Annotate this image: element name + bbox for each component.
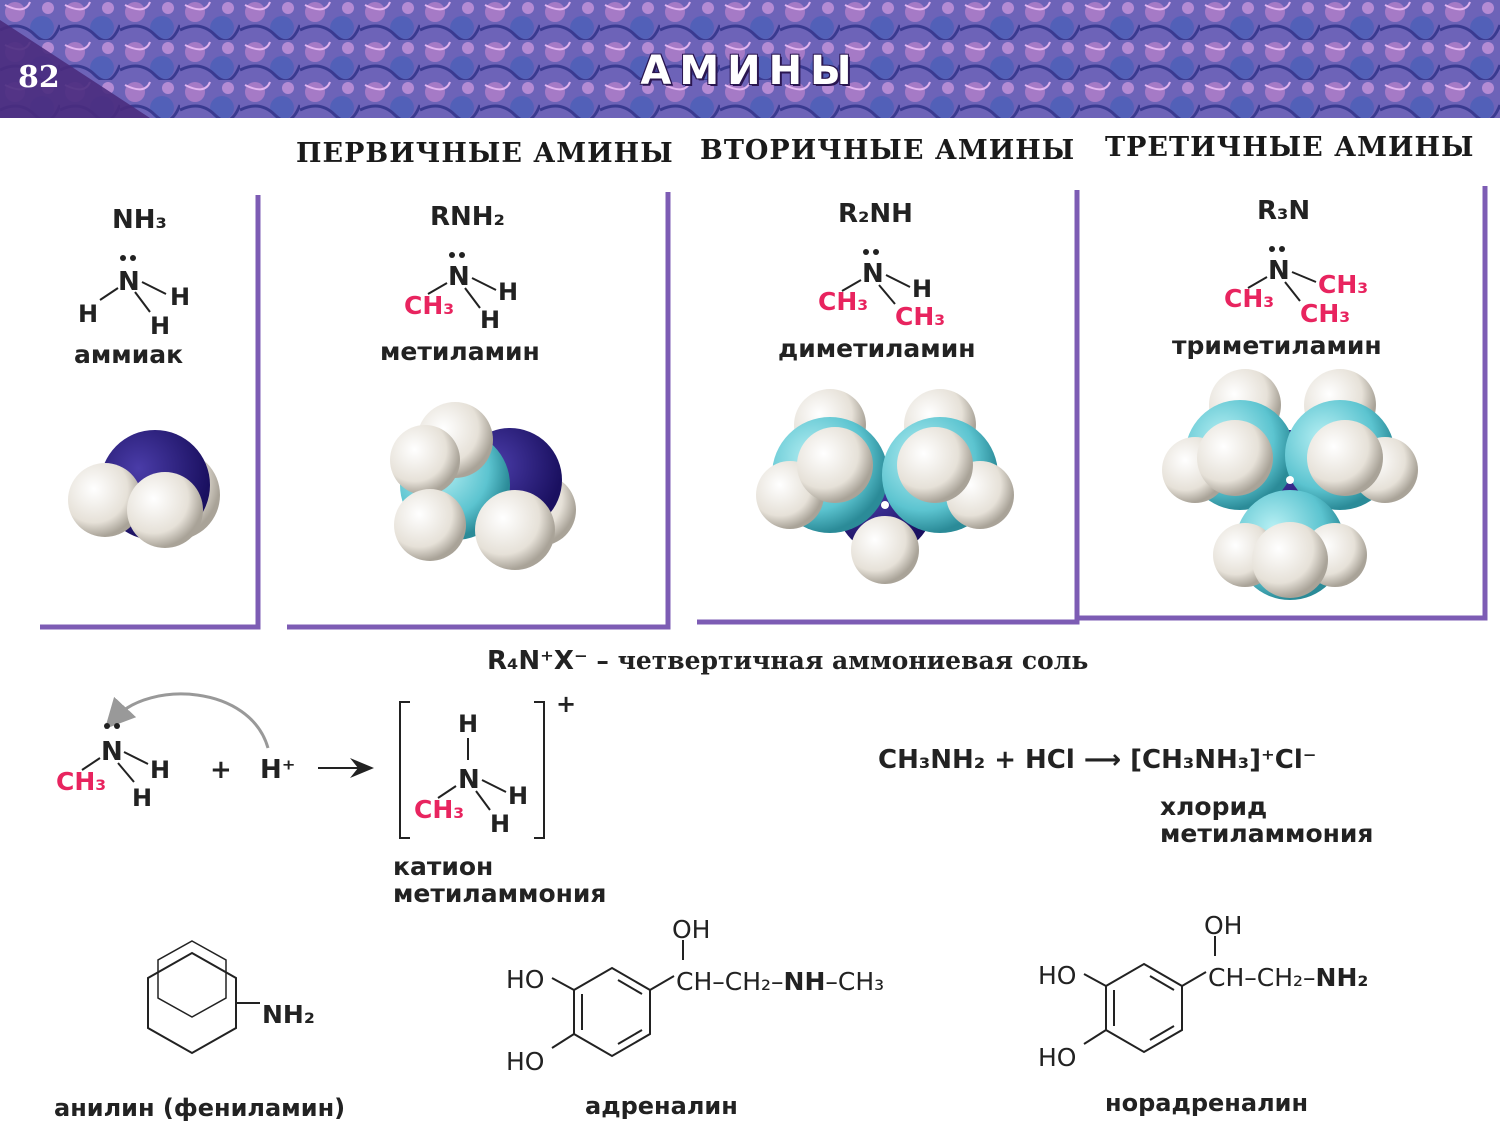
page-number: 82 (18, 60, 60, 95)
atom-n: N (1268, 256, 1290, 286)
left-bracket (399, 701, 410, 839)
right-bracket (534, 701, 545, 839)
methyl-group: CH₃ (404, 291, 454, 320)
protonation-reaction: N CH₃ H H + H⁺ + H N CH₃ H H (56, 690, 576, 839)
atom-h: H (170, 283, 190, 311)
quaternary-description: – четвертичная аммониевая соль (587, 646, 1089, 675)
page-title: АМИНЫ (640, 48, 860, 94)
benzene-ring (1105, 962, 1183, 1054)
structure-methylamine: N CH₃ H H (404, 252, 518, 334)
name-methylamine: метиламин (380, 337, 540, 366)
page-banner: 82 АМИНЫ (0, 0, 1500, 118)
structure-aniline: NH₂ (147, 940, 315, 1055)
salt-name-1: хлорид (1160, 792, 1268, 821)
hydroxyl-group: OH (672, 915, 710, 944)
quaternary-formula: R₄N⁺X⁻ (487, 646, 588, 676)
structure-ammonia: N H H H (78, 255, 190, 340)
hcl-reaction-equation: CH₃NH₂ + HCl ⟶ [CH₃NH₃]⁺Cl⁻ (878, 745, 1317, 775)
methyl-group: CH₃ (818, 287, 868, 316)
svg-text:CH–CH₂–NH₂: CH–CH₂–NH₂ (1208, 963, 1368, 992)
methyl-group: CH₃ (414, 795, 464, 824)
name-noradrenaline: норадреналин (1105, 1089, 1309, 1117)
atom-n: N (458, 765, 480, 795)
atom-n: N (862, 259, 884, 289)
methyl-group: CH₃ (1224, 284, 1274, 313)
atom-h: H (132, 784, 152, 812)
amino-group: NH₂ (1316, 963, 1369, 992)
atom-n: N (101, 737, 123, 767)
atom-h: H (150, 312, 170, 340)
header-primary-amines: ПЕРВИЧНЫЕ АМИНЫ (296, 138, 674, 169)
methyl-group: CH₃ (1300, 299, 1350, 328)
cation-name-1: катион (393, 852, 494, 881)
formula-ammonia: NH₃ (112, 205, 167, 235)
plus-sign: + (210, 755, 232, 785)
quaternary-salt-line: R₄N⁺X⁻ – четвертичная аммониевая соль (487, 646, 1088, 676)
bottom-structures: NH₂ OH HO HO CH–CH₂–NH–CH₃ OH HO HO CH–C… (147, 911, 1368, 1076)
atom-n: N (118, 267, 140, 297)
formula-primary: RNH₂ (430, 202, 505, 232)
formula-secondary: R₂NH (838, 199, 913, 229)
model-trimethylamine (1162, 369, 1418, 600)
side-chain: CH–CH₂– (676, 967, 784, 996)
atom-h: H (458, 710, 478, 738)
atom-h: H (912, 275, 932, 303)
atom-h: H (508, 782, 528, 810)
amino-group: NH₂ (262, 1000, 315, 1029)
hydroxyl-group: HO (506, 1047, 544, 1076)
header-tertiary-amines: ТРЕТИЧНЫЕ АМИНЫ (1105, 132, 1475, 163)
salt-name-2: метиламмония (1160, 819, 1374, 848)
proton: H⁺ (260, 755, 295, 785)
cation-name-2: метиламмония (393, 879, 607, 908)
methyl-group: CH₃ (56, 767, 106, 796)
name-trimethylamine: триметиламин (1172, 331, 1382, 360)
atom-n: N (448, 262, 470, 292)
column-frames (40, 186, 1488, 630)
benzene-ring (147, 951, 237, 1055)
methyl-tail: –CH₃ (825, 967, 884, 996)
atom-h: H (498, 278, 518, 306)
atom-h: H (480, 306, 500, 334)
name-aniline: анилин (фениламин) (54, 1094, 346, 1122)
hydroxyl-group: HO (1038, 961, 1076, 990)
name-adrenaline: адреналин (585, 1092, 738, 1120)
structure-dimethylamine: N CH₃ H CH₃ (818, 249, 945, 331)
hydroxyl-group: HO (1038, 1043, 1076, 1072)
methyl-group: CH₃ (1318, 270, 1368, 299)
structure-noradrenaline: OH HO HO CH–CH₂–NH₂ (1038, 911, 1368, 1072)
atom-h: H (78, 300, 98, 328)
methyl-group: CH₃ (895, 302, 945, 331)
atom-h: H (490, 810, 510, 838)
benzene-ring (573, 966, 651, 1058)
side-chain: CH–CH₂– (1208, 963, 1316, 992)
svg-text:CH–CH₂–NH–CH₃: CH–CH₂–NH–CH₃ (676, 967, 884, 996)
structural-formulas: N H H H N CH₃ H H N CH₃ H CH₃ N CH₃ CH₃ (78, 246, 1368, 340)
model-methylamine (390, 402, 576, 570)
hydroxyl-group: OH (1204, 911, 1242, 940)
formula-tertiary: R₃N (1257, 196, 1311, 226)
name-dimethylamine: диметиламин (778, 334, 976, 363)
name-ammonia: аммиак (74, 340, 184, 369)
space-filling-models (68, 369, 1418, 600)
imino-group: NH (784, 967, 826, 996)
model-dimethylamine (756, 389, 1014, 584)
banner-pattern (0, 0, 1500, 118)
electron-arrow (104, 692, 270, 749)
atom-h: H (150, 756, 170, 784)
structure-trimethylamine: N CH₃ CH₃ CH₃ (1224, 246, 1368, 328)
header-secondary-amines: ВТОРИЧНЫЕ АМИНЫ (700, 135, 1076, 166)
structure-adrenaline: OH HO HO CH–CH₂–NH–CH₃ (506, 915, 884, 1076)
cation-charge: + (556, 690, 576, 718)
model-ammonia (68, 430, 220, 548)
hydroxyl-group: HO (506, 965, 544, 994)
